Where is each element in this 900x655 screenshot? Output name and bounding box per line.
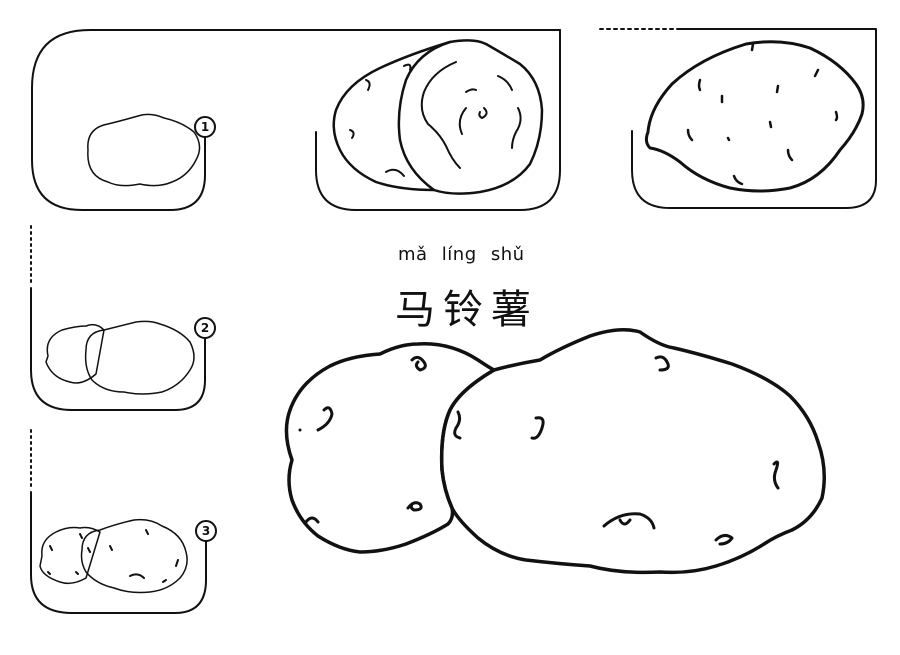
step-3-frame <box>30 429 207 614</box>
step-1-potato-outline <box>87 113 201 187</box>
step-2-frame <box>30 225 206 411</box>
sliced-potato-panel <box>315 29 561 211</box>
step-1-frame <box>31 29 561 211</box>
chinese-title: 马铃薯 <box>395 287 539 333</box>
pinyin-title: mǎ líng shǔ <box>398 244 525 265</box>
sweet-potato-panel <box>599 28 877 209</box>
final-potato-drawing <box>284 328 826 575</box>
step-3-badge: 3 <box>195 520 217 542</box>
step-2-badge: 2 <box>194 317 216 339</box>
step-1-badge: 1 <box>194 116 216 138</box>
